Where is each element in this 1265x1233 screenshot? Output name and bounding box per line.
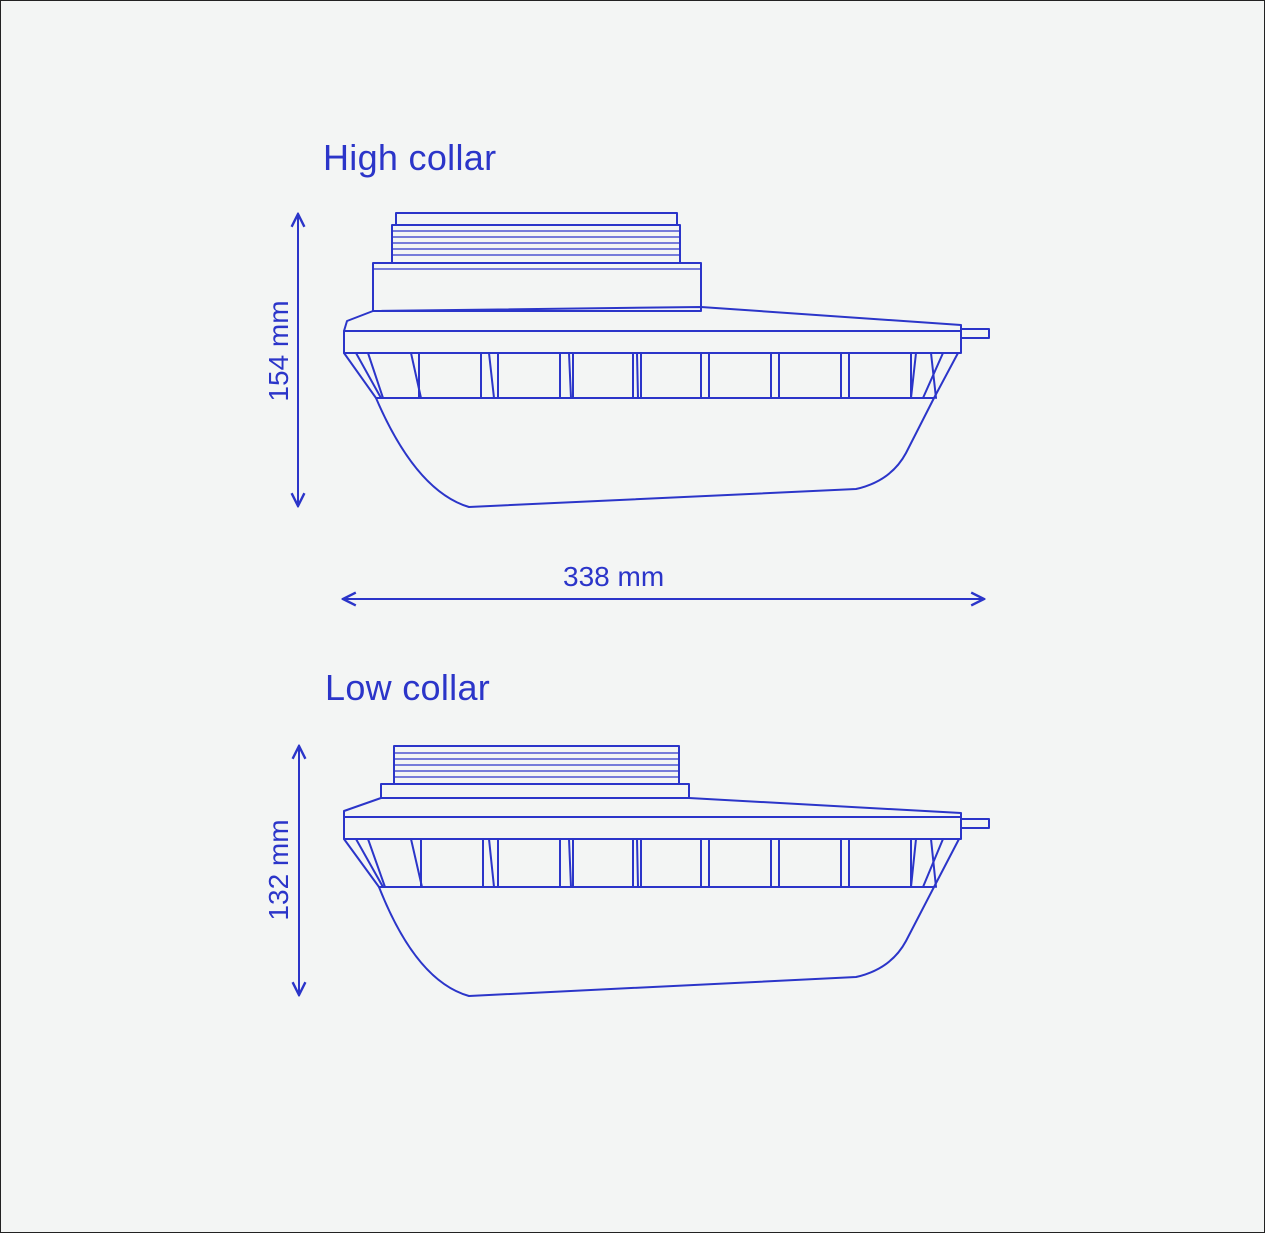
low-collar-fins [355, 838, 944, 888]
high-collar-title: High collar [323, 137, 497, 178]
width-label: 338 mm [563, 561, 665, 592]
high-collar-thread-lines [392, 230, 680, 256]
high-collar-fins [355, 352, 944, 399]
low-collar-fixture [343, 745, 990, 997]
low-collar-title: Low collar [325, 667, 491, 708]
high-collar-fixture [343, 212, 990, 508]
low-collar-thread-lines [394, 752, 679, 778]
